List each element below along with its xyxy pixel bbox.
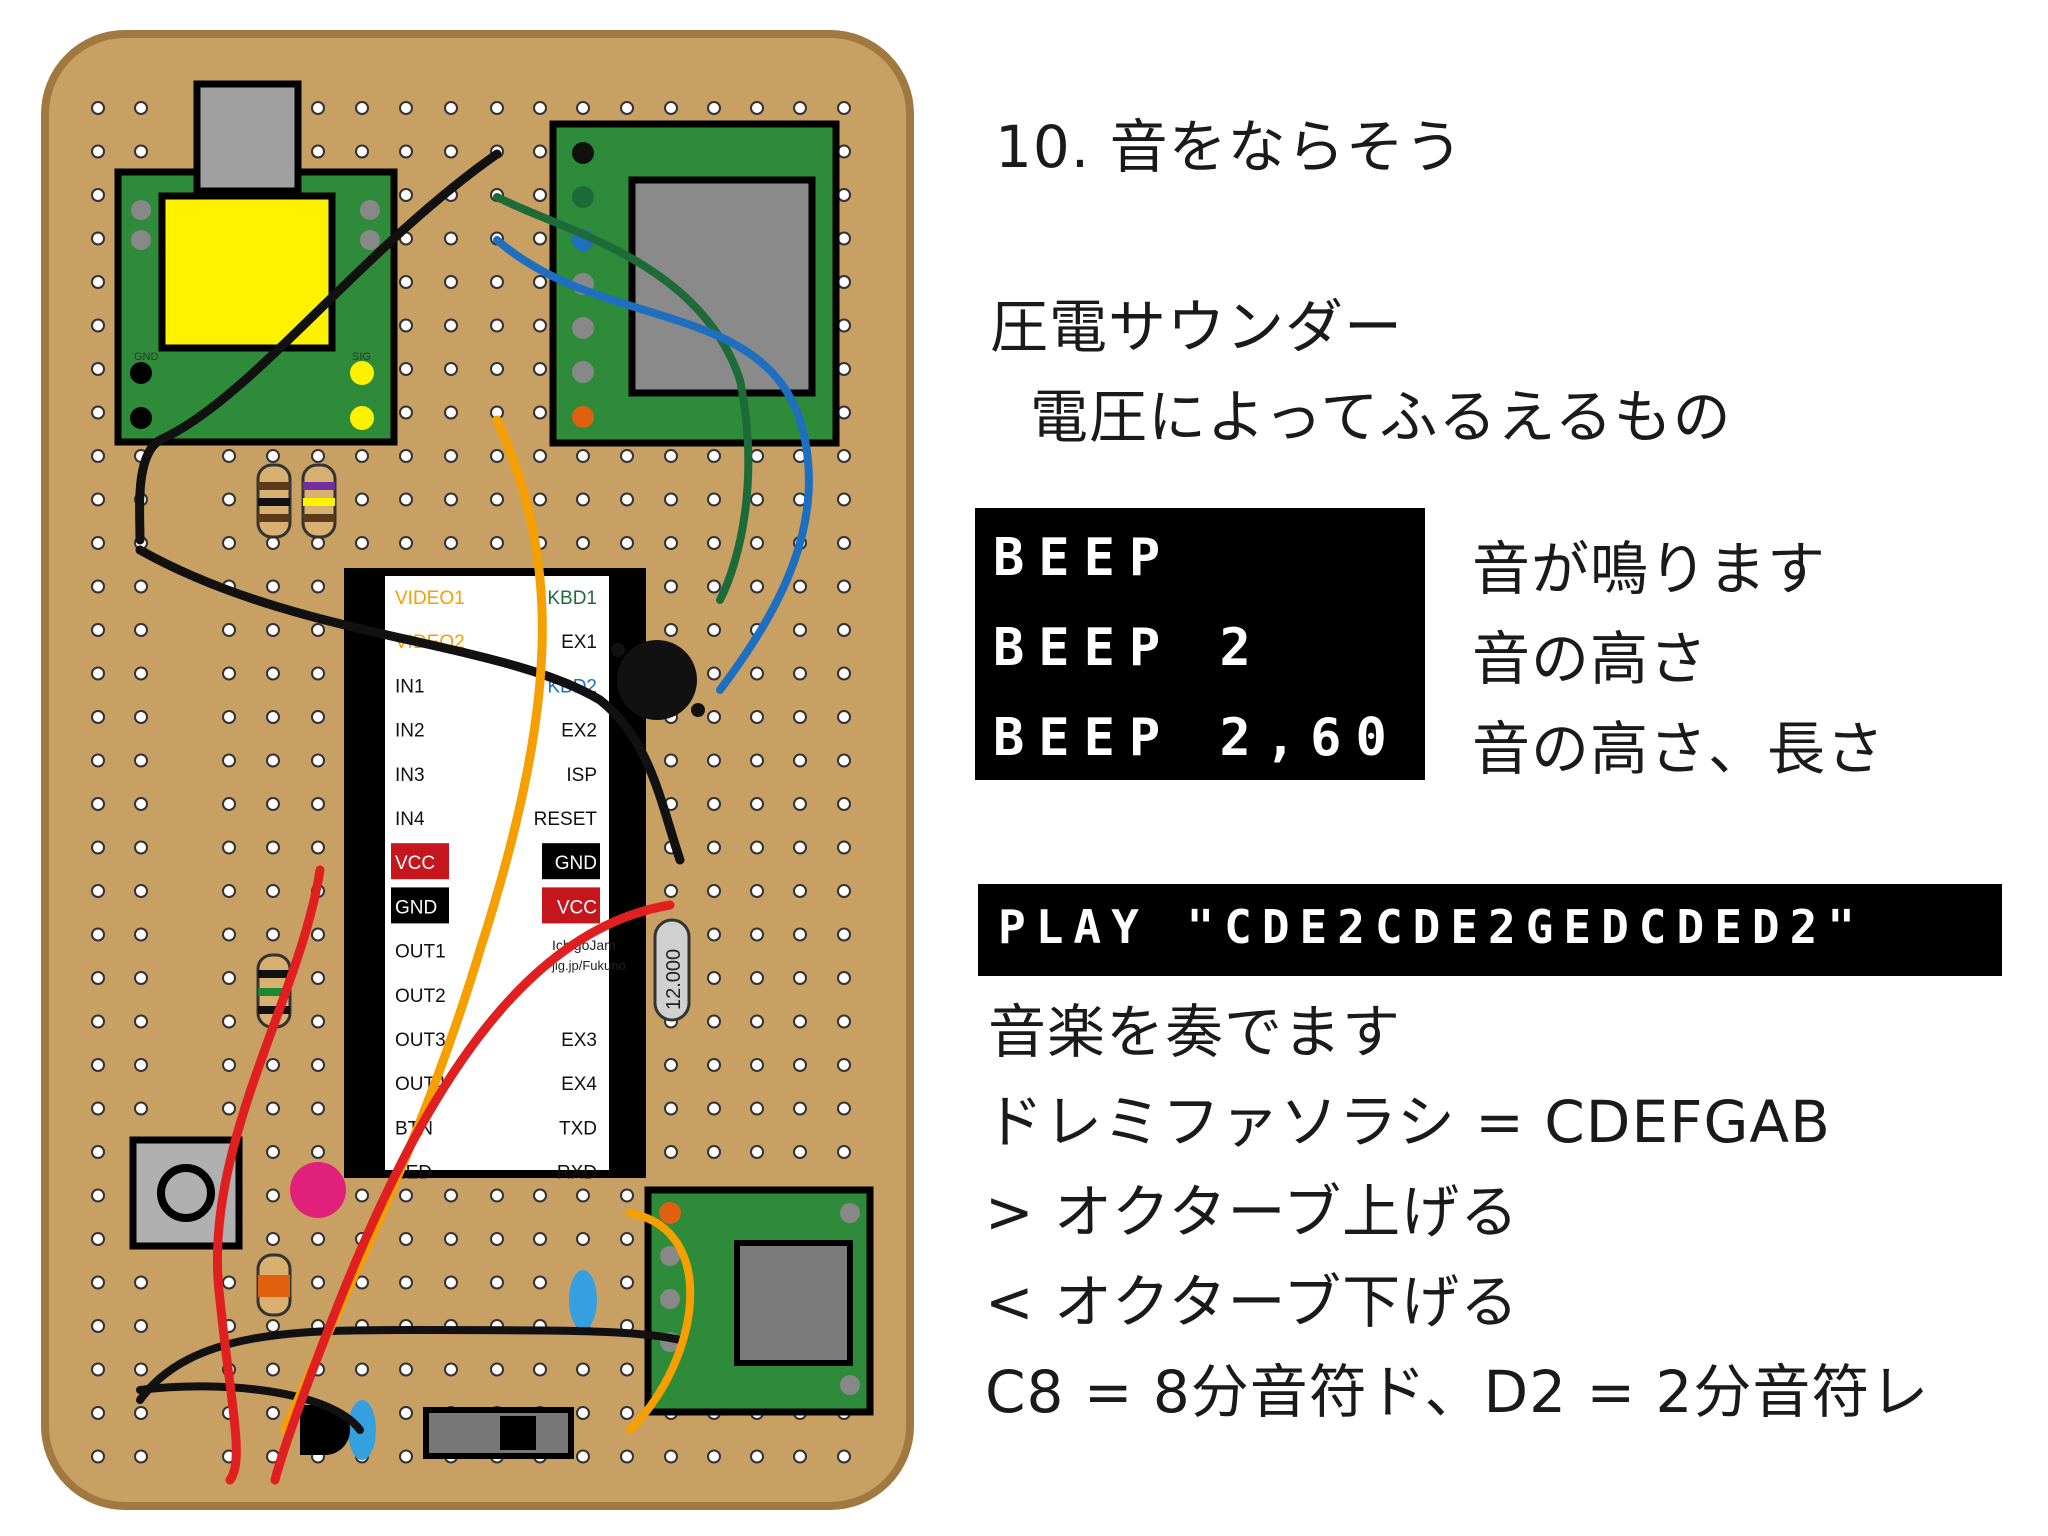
wires: [135, 149, 813, 1485]
wire-blue: [493, 236, 813, 694]
chip-pin-label: ISP: [566, 765, 597, 786]
chip-pin-label: OUT1: [395, 942, 446, 963]
regulator: [300, 1405, 350, 1455]
chip-pin-label: VCC: [395, 853, 435, 874]
chip-pin-label: RESET: [534, 809, 598, 830]
crystal-label: 12.000: [663, 949, 685, 1010]
video-pin-sig-label: SIG: [352, 351, 371, 363]
chip-maker-line2: jig.jp/Fukuno: [551, 958, 626, 973]
slide-switch: [423, 1407, 574, 1459]
wire-black-2: [135, 545, 685, 865]
resistor-4: [256, 1253, 292, 1317]
beep-desc-1: 音が鳴ります: [1472, 535, 1827, 603]
beep-desc-3: 音の高さ、長さ: [1472, 715, 1886, 783]
chip-pin-label: GND: [555, 853, 597, 874]
piezo-sounder: [611, 640, 705, 720]
chip-pin-label: VIDEO1: [395, 588, 465, 609]
chip-pin-label: EX3: [561, 1030, 597, 1051]
slide-title: 10. 音をならそう: [995, 113, 1464, 181]
wire-red-1: [212, 865, 325, 1485]
chip-pin-label: TXD: [559, 1118, 597, 1139]
bottom-module: [644, 1186, 874, 1416]
beep-code-1: BEEP: [993, 528, 1175, 588]
chip-pin-label: VCC: [557, 897, 597, 918]
led: [290, 1162, 346, 1218]
chip-pin-label: EX1: [561, 632, 597, 653]
crystal: 12.000: [653, 918, 691, 1022]
section-heading: 圧電サウンダー: [990, 293, 1404, 361]
play-note-3: > オクターブ上げる: [985, 1178, 1520, 1246]
chip-pin-label: IN4: [395, 809, 425, 830]
wire-black-1: [135, 149, 502, 545]
chip-pin-label: IN1: [395, 676, 425, 697]
chip-pin-label: KBD1: [547, 588, 597, 609]
wire-orange-2: [626, 1209, 695, 1434]
chip-pin-label: IN3: [395, 765, 425, 786]
beep-code-2: BEEP 2: [993, 618, 1265, 678]
wire-black-3: [136, 1326, 684, 1404]
beep-desc-2: 音の高さ: [1472, 625, 1709, 693]
chip-pin-label: EX2: [561, 721, 597, 742]
beep-code-box: BEEP BEEP 2 BEEP 2,60: [975, 508, 1425, 780]
resistor-1: [256, 463, 292, 539]
capacitor-1: [569, 1270, 597, 1330]
beep-code-3: BEEP 2,60: [993, 708, 1401, 768]
play-note-5: C8 = 8分音符ド、D2 = 2分音符レ: [985, 1358, 1930, 1426]
play-code-box: PLAY "CDE2CDE2GEDCDED2": [978, 884, 2002, 976]
play-code: PLAY "CDE2CDE2GEDCDED2": [998, 900, 1865, 954]
play-note-4: < オクターブ下げる: [985, 1268, 1520, 1336]
chip-pin-label: RXD: [557, 1163, 597, 1184]
section-description: 電圧によってふるえるもの: [1030, 383, 1732, 451]
wire-black-4: [136, 1382, 364, 1434]
chip-pin-label: OUT3: [395, 1030, 446, 1051]
wire-red-2: [270, 900, 675, 1485]
play-note-1: 音楽を奏でます: [988, 998, 1402, 1066]
chip-pin-label: IN2: [395, 721, 425, 742]
chip-pin-label: GND: [395, 897, 437, 918]
chip-pin-label: EX4: [561, 1074, 597, 1095]
microcontroller-chip: VIDEO1VIDEO2IN1IN2IN3IN4VCCGNDOUT1OUT2OU…: [344, 568, 646, 1184]
play-note-2: ドレミファソラシ = CDEFGAB: [985, 1088, 1831, 1156]
resistor-2: [301, 463, 337, 539]
video-pin-gnd-label: GND: [134, 351, 159, 363]
keyboard-module: [549, 120, 840, 447]
chip-pin-label: OUT2: [395, 986, 446, 1007]
wire-green: [493, 193, 753, 604]
